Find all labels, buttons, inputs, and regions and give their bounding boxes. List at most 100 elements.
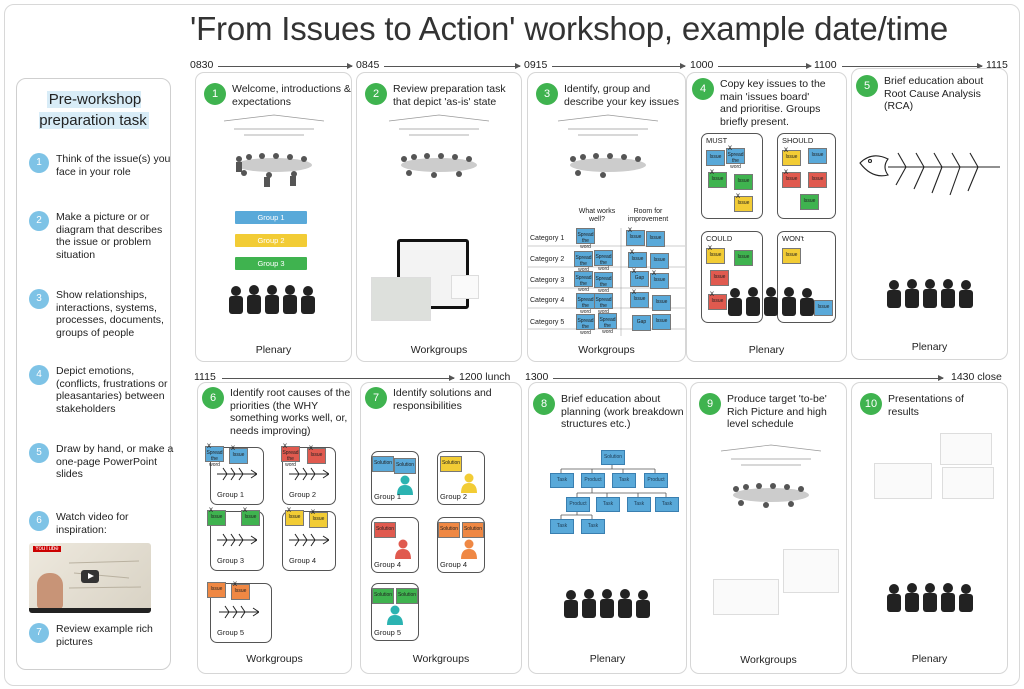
timeline-arrow [842,63,983,69]
sticky-note: Issue [734,174,753,190]
youtube-logo-icon: YouTube [33,546,61,552]
sticky-note-text: Issue [711,298,724,304]
sticky-note: Gap [632,315,651,331]
sticky-note-text: Spread the word [206,450,223,468]
step-number: 6 [202,387,224,409]
sticky-note: Solution [438,522,460,538]
sticky-note-text: Issue [649,235,662,241]
prep-number: 2 [29,211,49,231]
group-chip: Group 1 [235,211,307,224]
sticky-note-text: Issue [288,514,301,520]
wbs-box: Product [566,497,590,512]
video-progress-bar[interactable] [29,608,151,613]
fishbone-diagram-icon [219,605,259,619]
step-text: Brief education about planning (work bre… [561,393,684,430]
play-icon[interactable] [81,570,99,583]
sticky-note: Issue [800,194,819,210]
sticky-note: Issue [782,248,801,264]
sticky-note-text: Spread the word [575,255,592,273]
prep-number: 4 [29,365,49,385]
priority-label: MUST [706,136,728,145]
prep-number: 5 [29,443,49,463]
sticky-note-text: Issue [312,516,325,522]
sticky-note-text: Issue [244,514,257,520]
sticky-note-text: Issue [785,154,798,160]
sticky-note: Spread the word [574,271,593,293]
step-footer: Workgroups [246,653,303,665]
sticky-note: Solution [396,588,418,604]
sticky-note: Issue [808,172,827,188]
sticky-note: Issue [652,314,671,330]
sticky-note-text: Issue [709,154,722,160]
group-caption: Group 2 [289,490,317,499]
person-icon [387,605,403,625]
audience-sketch [564,589,650,618]
group-caption: Group 1 [374,492,402,501]
audience-sketch [887,583,973,612]
time-label: 0845 [356,59,380,71]
page-title: 'From Issues to Action' workshop, exampl… [190,10,949,47]
sticky-note: Spread the word [576,293,595,315]
step-footer: Plenary [589,653,626,665]
sticky-note-text: Issue [709,252,722,258]
sticky-note: Issue [814,300,833,316]
sticky-note-text: Issue [310,452,323,458]
sticky-note-text: Issue [631,256,644,262]
sticky-note: Issue [734,250,753,266]
group-chip: Group 2 [235,234,307,247]
step-number: 7 [365,387,387,409]
wbs-box: Task [596,497,620,512]
category-label: Category 3 [530,277,565,284]
step-text: Presentations of results [888,393,964,418]
prep-text: Watch video for inspiration: [56,511,129,536]
step-number: 8 [533,393,555,415]
fishbone-diagram-icon [289,533,329,547]
sticky-note-text: Issue [232,452,245,458]
person-icon [461,539,477,559]
sticky-note: Spread the word [574,251,593,273]
rich-picture-thumb [713,579,779,615]
prep-number: 6 [29,511,49,531]
time-label: 1430 close [951,371,1002,383]
sticky-note: Solution [374,522,396,538]
step-footer: Plenary [911,653,948,665]
sticky-note-text: Solution [463,526,483,532]
page-frame [4,4,1020,686]
prep-text: Make a picture or or diagram that descri… [56,211,163,261]
timeline-arrow [218,63,353,69]
whiteboard-photo [371,277,431,321]
sticky-note: Issue [207,582,226,598]
time-label: 1300 [525,371,549,383]
solution-group-card: Solution Solution Group 5 [371,583,419,641]
sticky-note-text: Spread the word [282,450,299,468]
step-text: Review preparation task that depict 'as-… [393,83,506,108]
sticky-note-text: Issue [210,586,223,592]
sticky-note-text: Spread the word [595,297,612,315]
panel-step-8: 8 Brief education about planning (work br… [528,382,687,674]
timeline-arrow [384,63,521,69]
sticky-note-text: Spread the word [595,276,612,294]
step-text: Copy key issues to the main 'issues boar… [720,78,826,128]
step-footer: Plenary [748,344,785,356]
hand-drawing-image [37,573,63,609]
inspiration-video[interactable]: YouTube [29,543,151,613]
meeting-room-sketch [557,114,659,178]
sticky-note-text: Issue [737,200,750,206]
wbs-box: Task [612,473,636,488]
sticky-note: Spread the word [594,293,613,315]
sticky-note: Solution [462,522,484,538]
person-icon [397,475,413,495]
sticky-note-text: Spread the word [599,317,616,335]
sticky-note-text: Gap [636,319,647,325]
wbs-box: Task [550,519,574,534]
sticky-note: Spread the word [576,314,595,336]
